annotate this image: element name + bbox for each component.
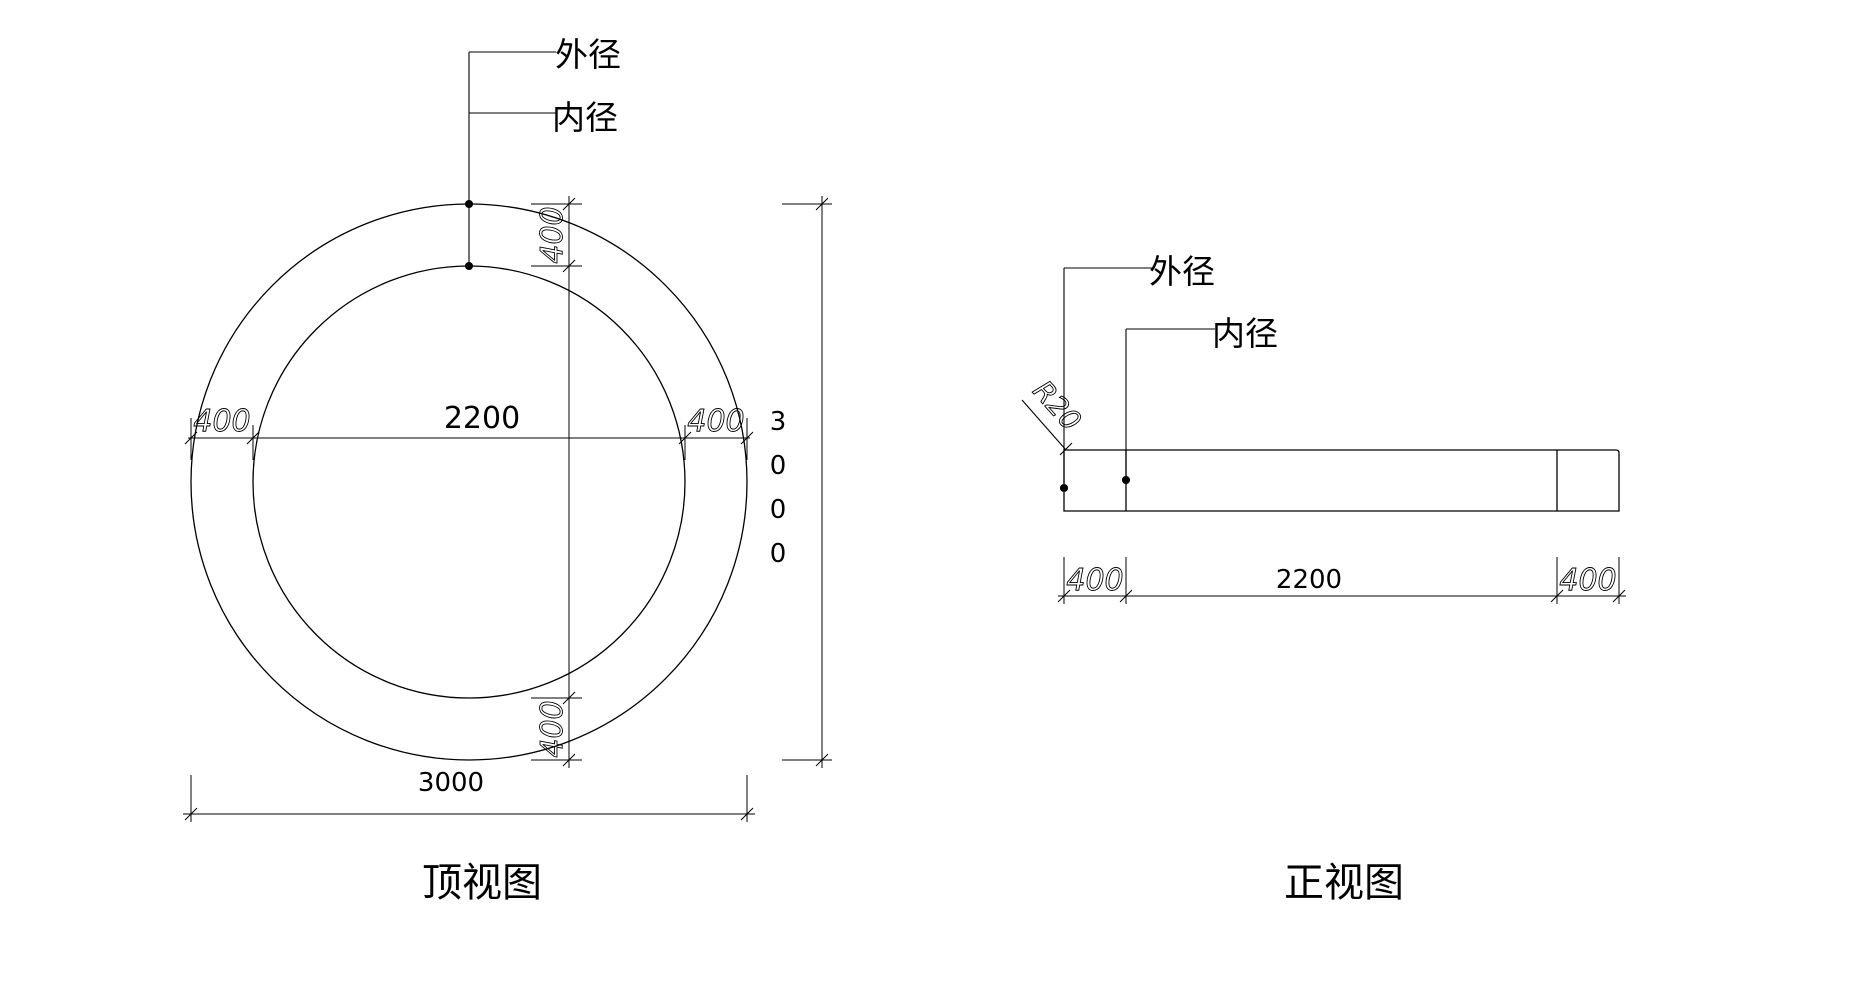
top-view-caption: 顶视图 — [422, 860, 542, 906]
front-view-caption: 正视图 — [1284, 860, 1404, 906]
top-leader-outer-label: 外径 — [555, 35, 621, 74]
front-radius-leader — [1021, 399, 1067, 451]
top-view-labels: 外径 内径 2200 400 400 400 400 3000 3 0 0 0 … — [193, 35, 786, 906]
tick-3 — [678, 431, 692, 445]
tick-7 — [562, 691, 576, 705]
front-tick-3 — [1550, 589, 1564, 603]
tick-1 — [184, 431, 198, 445]
tick-2 — [246, 431, 260, 445]
top-dim-bottom-wall: 400 — [535, 700, 570, 757]
front-view — [1021, 267, 1626, 604]
top-horizontal-dims — [184, 418, 754, 460]
leader-dot-inner — [464, 261, 474, 271]
front-leader-dot-outer — [1059, 483, 1069, 493]
front-leader-outer-label: 外径 — [1149, 252, 1215, 291]
front-dim-left-wall: 400 — [1066, 563, 1123, 598]
top-leader-inner-label: 内径 — [552, 98, 618, 137]
front-tick-2 — [1119, 589, 1133, 603]
top-dim-inner-diameter: 2200 — [444, 401, 520, 436]
front-tick-1 — [1057, 589, 1071, 603]
front-tick-4 — [1612, 589, 1626, 603]
tick-10 — [815, 753, 829, 767]
front-view-labels: 外径 内径 R20 400 2200 400 正视图 — [1026, 252, 1617, 906]
inner-circle — [252, 265, 686, 699]
height-digit-2: 0 — [770, 451, 787, 481]
height-digit-3: 0 — [770, 495, 787, 525]
top-dim-right-wall: 400 — [687, 404, 744, 439]
outer-circle — [190, 203, 748, 761]
front-slab-outline — [1063, 449, 1620, 512]
tick-11 — [184, 807, 198, 821]
top-leaders — [464, 51, 556, 271]
tick-12 — [740, 807, 754, 821]
front-dim-radius: R20 — [1026, 374, 1087, 437]
top-view — [183, 51, 832, 822]
tick-4 — [740, 431, 754, 445]
top-dim-left-wall: 400 — [193, 404, 250, 439]
top-dim-height-stack: 3 0 0 0 — [770, 407, 787, 569]
front-radius-tick — [1059, 442, 1073, 456]
front-leader-dot-inner — [1121, 475, 1131, 485]
leader-dot-outer — [464, 199, 474, 209]
front-leaders — [1021, 267, 1215, 493]
front-leader-inner-label: 内径 — [1212, 314, 1278, 353]
top-dim-width: 3000 — [418, 768, 484, 798]
tick-8 — [562, 753, 576, 767]
tick-6 — [562, 259, 576, 273]
tick-5 — [562, 197, 576, 211]
front-dim-right-wall: 400 — [1559, 563, 1616, 598]
tick-9 — [815, 197, 829, 211]
top-dim-top-wall: 400 — [535, 206, 570, 263]
height-digit-4: 0 — [770, 539, 787, 569]
front-dim-middle: 2200 — [1276, 565, 1342, 595]
top-width-dim — [183, 775, 755, 822]
top-height-dim — [782, 196, 832, 768]
top-vertical-dims — [531, 196, 582, 768]
height-digit-1: 3 — [770, 407, 787, 437]
front-bottom-dims — [1057, 557, 1626, 604]
